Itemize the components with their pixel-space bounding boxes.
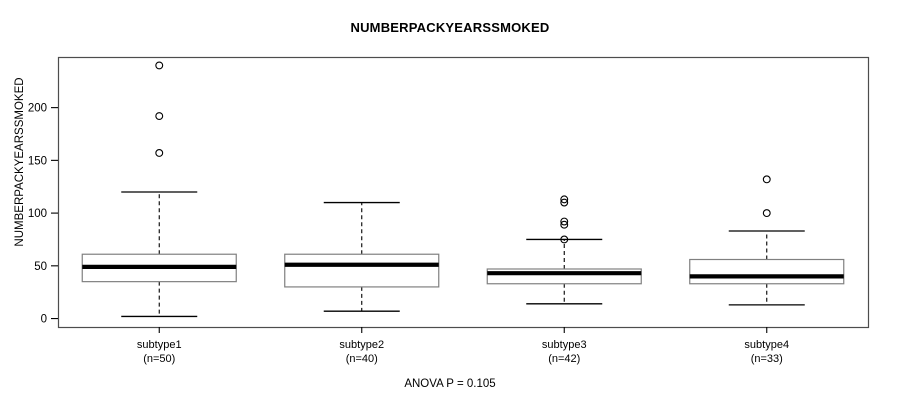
outlier-point	[560, 220, 569, 229]
x-axis-labels: subtype1 (n=50) subtype2 (n=40) subtype3 (n=4…	[137, 327, 789, 365]
anova-caption: ANOVA P = 0.105	[404, 378, 496, 390]
outlier-point	[560, 235, 569, 244]
x-tick-label-name: subtype4	[744, 339, 789, 351]
boxplot-subtype3	[486, 195, 642, 305]
y-tick-label: 100	[28, 208, 47, 220]
x-tick-label-name: subtype2	[339, 339, 384, 351]
outlier-point	[762, 175, 771, 184]
y-tick-label: 150	[28, 155, 47, 167]
outlier-point	[762, 209, 771, 218]
x-tick-label-count: (n=40)	[346, 353, 378, 365]
y-tick-label: 0	[41, 314, 47, 326]
x-tick-label-count: (n=33)	[751, 353, 783, 365]
outlier-point	[155, 61, 164, 70]
y-tick-label: 50	[34, 261, 47, 273]
boxplot-subtype1	[81, 61, 237, 318]
boxes-group	[81, 61, 845, 318]
x-tick-label-name: subtype3	[542, 339, 587, 351]
iqr-box	[689, 258, 845, 285]
boxplot-subtype2	[284, 201, 440, 312]
x-tick-label-count: (n=42)	[548, 353, 580, 365]
outlier-point	[560, 217, 569, 226]
x-tick-label-count: (n=50)	[143, 353, 175, 365]
y-tick-label: 200	[28, 103, 47, 115]
axis-group: 0 50 100 150 200	[28, 56, 870, 329]
plot-frame	[57, 56, 870, 329]
outlier-point	[155, 149, 164, 157]
outlier-point	[155, 112, 164, 121]
outlier-point	[560, 198, 569, 207]
outlier-point	[560, 195, 569, 204]
x-tick-label-name: subtype1	[137, 339, 182, 351]
page-title: NUMBERPACKYEARSSMOKED	[350, 20, 550, 35]
iqr-box	[284, 253, 440, 288]
boxplot-subtype4	[689, 175, 845, 306]
